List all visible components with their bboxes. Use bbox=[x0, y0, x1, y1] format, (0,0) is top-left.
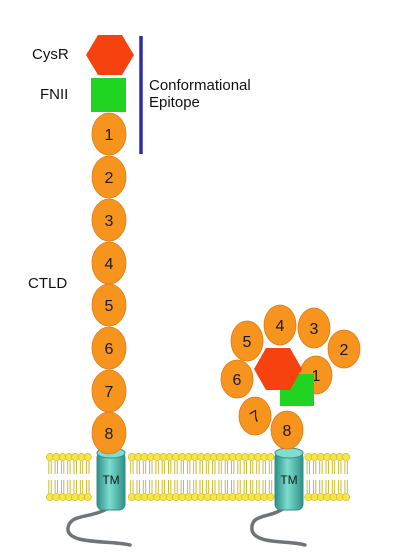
ctld-chain-bent: 1 2 3 4 5 6 78 bbox=[220, 304, 361, 450]
tm-domain-extended: TM bbox=[96, 447, 126, 511]
ctld-domain-3: 3 bbox=[91, 198, 127, 242]
ctld-oval bbox=[297, 307, 331, 349]
ctld-oval bbox=[91, 198, 127, 242]
ctld-number: 5 bbox=[243, 334, 252, 351]
ctld-oval bbox=[220, 359, 254, 399]
ctld-number: 1 bbox=[312, 368, 321, 385]
lipid-head bbox=[342, 453, 350, 461]
ctld-domain-1: 1 bbox=[91, 112, 127, 156]
ctld-domain-7: 7 bbox=[238, 396, 272, 436]
ctld-domain-7: 7 bbox=[91, 369, 127, 413]
ctld-domain-3: 3 bbox=[297, 307, 331, 349]
ctld-number: 4 bbox=[276, 318, 285, 335]
ctld-domain-4: 4 bbox=[91, 241, 127, 285]
ctld-number: 3 bbox=[310, 321, 319, 338]
ctld-domain-4: 4 bbox=[263, 304, 297, 346]
ctld-domain-5: 5 bbox=[230, 320, 264, 362]
ctld-domain-6: 6 bbox=[91, 326, 127, 370]
cysr-hexagon-extended bbox=[86, 35, 134, 75]
ctld-number: 1 bbox=[105, 127, 114, 144]
ctld-domain-5: 5 bbox=[91, 283, 127, 327]
ctld-number: 2 bbox=[105, 170, 114, 187]
ctld-oval bbox=[238, 396, 272, 436]
ctld-number: 4 bbox=[105, 256, 114, 273]
ctld-oval bbox=[91, 326, 127, 370]
cytoplasmic-tail-bent bbox=[250, 503, 307, 547]
fnii-label: FNII bbox=[40, 86, 69, 103]
ctld-oval bbox=[91, 112, 127, 156]
ctld-oval bbox=[91, 283, 127, 327]
lipid-head bbox=[83, 493, 92, 501]
ctld-oval bbox=[230, 320, 264, 362]
ctld-oval bbox=[327, 329, 361, 369]
lipid-bilayer bbox=[46, 453, 350, 501]
cysr-label: CysR bbox=[32, 46, 69, 63]
ctld-oval bbox=[263, 304, 297, 346]
ctld-number: 2 bbox=[340, 342, 349, 359]
tm-label: TM bbox=[102, 473, 119, 487]
ctld-number: 8 bbox=[105, 426, 114, 443]
ctld-number: 7 bbox=[105, 384, 114, 401]
epitope-label-line2: Epitope bbox=[149, 94, 200, 111]
cytoplasmic-tail-extended bbox=[66, 503, 132, 547]
lipid-head bbox=[342, 493, 350, 501]
epitope-label-line1: Conformational bbox=[149, 77, 251, 94]
ctld-number: 6 bbox=[105, 341, 114, 358]
ctld-oval bbox=[91, 155, 127, 199]
ctld-oval bbox=[91, 411, 127, 455]
ctld-chain-extended: 1 2 3 4 5 6 7 8 bbox=[91, 112, 127, 455]
ctld-domain-2: 2 bbox=[327, 329, 361, 369]
lipid-head bbox=[83, 453, 92, 461]
lipid-head bbox=[266, 493, 275, 501]
cysr-hexagon-bent bbox=[254, 348, 302, 390]
tm-domain-bent: TM bbox=[274, 447, 304, 511]
fnii-square-extended bbox=[91, 78, 126, 112]
ctld-label: CTLD bbox=[28, 275, 68, 292]
ctld-domain-6: 6 bbox=[220, 359, 254, 399]
lipid-head bbox=[266, 453, 275, 461]
ctld-number: 6 bbox=[233, 372, 242, 389]
ctld-domain-2: 2 bbox=[91, 155, 127, 199]
tm-label: TM bbox=[280, 473, 297, 487]
ctld-domain-8: 8 bbox=[91, 411, 127, 455]
ctld-number: 8 bbox=[283, 423, 292, 440]
ctld-number: 3 bbox=[105, 213, 114, 230]
ctld-number: 5 bbox=[105, 298, 114, 315]
ctld-domain-8: 8 bbox=[270, 410, 304, 450]
ctld-oval bbox=[270, 410, 304, 450]
